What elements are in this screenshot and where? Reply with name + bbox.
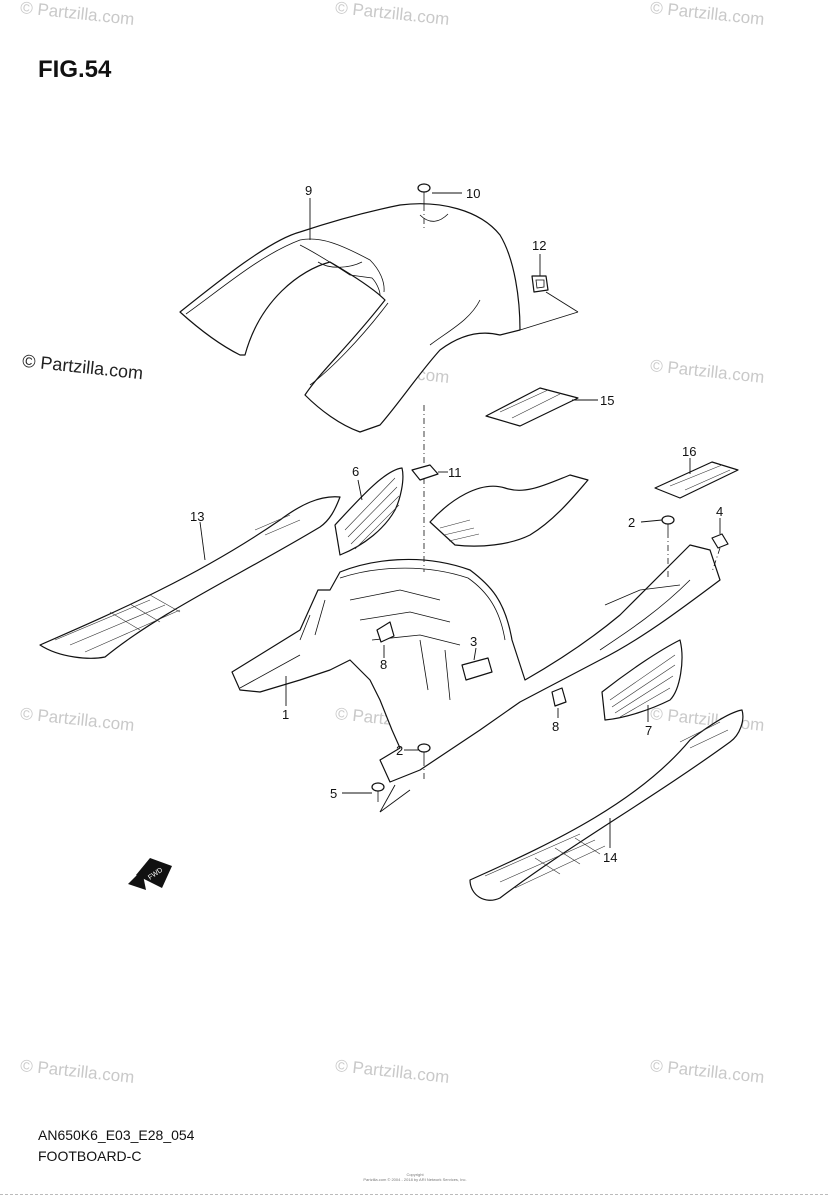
part-8-clip-b[interactable] (551, 687, 567, 707)
callout-8a: 8 (380, 657, 387, 672)
callout-5: 5 (330, 786, 337, 801)
copyright-line-1: Copyright (406, 1172, 424, 1177)
callout-11: 11 (448, 465, 462, 480)
part-15-panel[interactable] (485, 387, 579, 427)
part-2-clip-b[interactable] (417, 743, 431, 760)
assembly-lines (423, 205, 721, 782)
callout-6: 6 (352, 464, 359, 479)
callout-9: 9 (305, 183, 312, 198)
diagram-code: AN650K6_E03_E28_054 (38, 1127, 195, 1143)
callout-16: 16 (682, 444, 696, 459)
callout-12: 12 (532, 238, 546, 253)
callout-15: 15 (600, 393, 614, 408)
part-12-clip[interactable] (531, 275, 549, 293)
copyright-line-2: Partzilla.com © 2004 - 2018 by ARI Netwo… (363, 1177, 467, 1182)
callout-1: 1 (282, 707, 289, 722)
part-7-grille[interactable] (601, 639, 683, 721)
part-8-clip-a[interactable] (376, 621, 395, 643)
callout-4: 4 (716, 504, 723, 519)
fwd-arrow-icon: FWD (128, 858, 172, 890)
callout-8b: 8 (552, 719, 559, 734)
part-upper-panel[interactable] (429, 474, 589, 547)
part-14-right-mat[interactable] (469, 709, 744, 901)
callout-10: 10 (466, 186, 480, 201)
callout-3: 3 (470, 634, 477, 649)
callouts: 9 10 12 15 16 11 6 13 2 4 3 8 1 8 7 2 5 … (190, 183, 723, 865)
part-9-rear-cover[interactable] (179, 203, 521, 433)
part-13-left-mat[interactable] (39, 496, 341, 659)
part-2-clip-a[interactable] (661, 515, 675, 532)
figure-title: FIG.54 (38, 56, 112, 83)
diagram-name: FOOTBOARD-C (38, 1148, 142, 1164)
part-5-screw[interactable] (371, 782, 385, 802)
callout-2b: 2 (396, 743, 403, 758)
callout-7: 7 (645, 723, 652, 738)
part-16-panel[interactable] (654, 461, 739, 499)
callout-2a: 2 (628, 515, 635, 530)
leader-lines (199, 192, 721, 848)
part-10-screw[interactable] (417, 183, 431, 205)
callout-14: 14 (603, 850, 617, 865)
part-6-grille[interactable] (334, 467, 404, 556)
page-border-line (0, 1194, 828, 1195)
callout-13: 13 (190, 509, 204, 524)
copyright-notice: Copyright Partzilla.com © 2004 - 2018 by… (360, 1172, 470, 1182)
part-11-nut[interactable] (411, 464, 439, 481)
part-3-center-bracket[interactable] (461, 657, 493, 681)
part-4-nut[interactable] (711, 533, 729, 549)
